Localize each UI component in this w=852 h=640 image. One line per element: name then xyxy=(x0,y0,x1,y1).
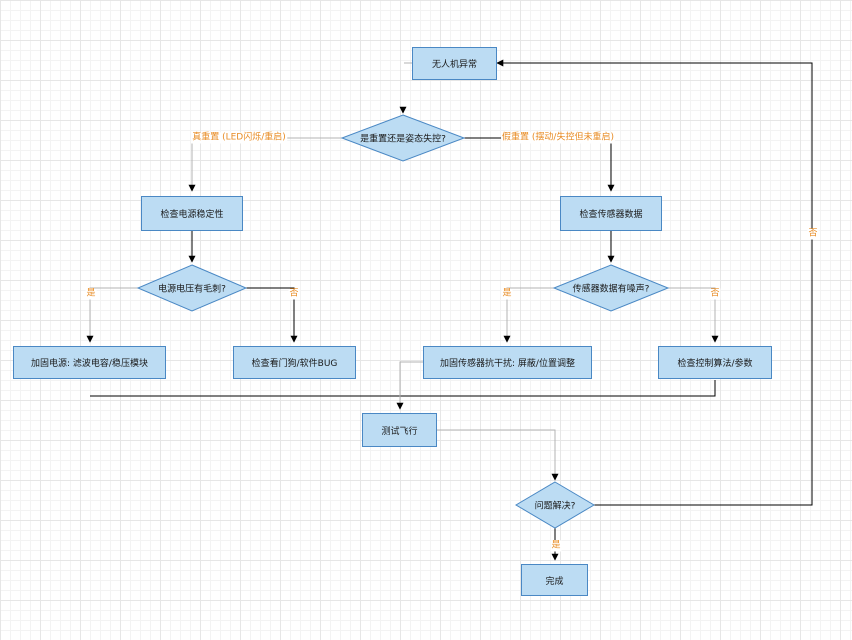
node-check-watchdog[interactable]: 检查看门狗/软件BUG xyxy=(233,346,356,379)
edge-noise-yes xyxy=(503,287,554,343)
edge-label-noise-no: 否 xyxy=(709,288,721,300)
node-test-flight[interactable]: 测试飞行 xyxy=(362,413,437,447)
edge-label-solved-yes: 是 xyxy=(550,540,562,552)
edge-test-to-solved xyxy=(437,429,559,481)
edge-control-to-test xyxy=(400,380,716,397)
decision-voltage-shape xyxy=(136,264,248,312)
decision-solved-shape xyxy=(515,481,595,529)
edge-voltage-yes xyxy=(86,287,138,343)
edge-label-voltage-no: 否 xyxy=(288,288,300,300)
node-check-sensor[interactable]: 检查传感器数据 xyxy=(560,196,662,231)
decision-voltage-label: 电源电压有毛刺? xyxy=(158,284,226,295)
edge-label-voltage-yes: 是 xyxy=(85,288,97,300)
node-check-control[interactable]: 检查控制算法/参数 xyxy=(658,346,772,379)
node-reinforce-power[interactable]: 加固电源: 滤波电容/稳压模块 xyxy=(13,346,166,379)
edge-voltage-no xyxy=(246,287,298,343)
node-reinforce-sensor[interactable]: 加固传感器抗干扰: 屏蔽/位置调整 xyxy=(423,346,592,379)
edge-label-solved-no: 否 xyxy=(807,228,819,240)
edge-label-noise-yes: 是 xyxy=(501,288,513,300)
node-done[interactable]: 完成 xyxy=(521,564,588,596)
decision-noise-shape xyxy=(552,264,670,312)
decision-solved-label: 问题解决? xyxy=(534,501,576,512)
edge-fake-reset-branch xyxy=(464,137,615,192)
edge-reset-branch xyxy=(188,137,342,192)
edge-noise-no xyxy=(668,287,719,343)
node-check-power[interactable]: 检查电源稳定性 xyxy=(141,196,243,231)
edge-label-reset: 真重置 (LED闪烁/重启) xyxy=(191,132,287,144)
edge-sensor-fix-to-test xyxy=(396,361,423,410)
decision-main-shape xyxy=(340,114,466,162)
edge-label-fake-reset: 假重置 (摆动/失控但未重启) xyxy=(501,132,615,144)
edge-solved-no xyxy=(496,59,813,506)
node-start[interactable]: 无人机异常 xyxy=(412,47,497,80)
decision-main-label: 是重置还是姿态失控? xyxy=(360,134,446,145)
decision-noise-label: 传感器数据有噪声? xyxy=(572,284,650,295)
